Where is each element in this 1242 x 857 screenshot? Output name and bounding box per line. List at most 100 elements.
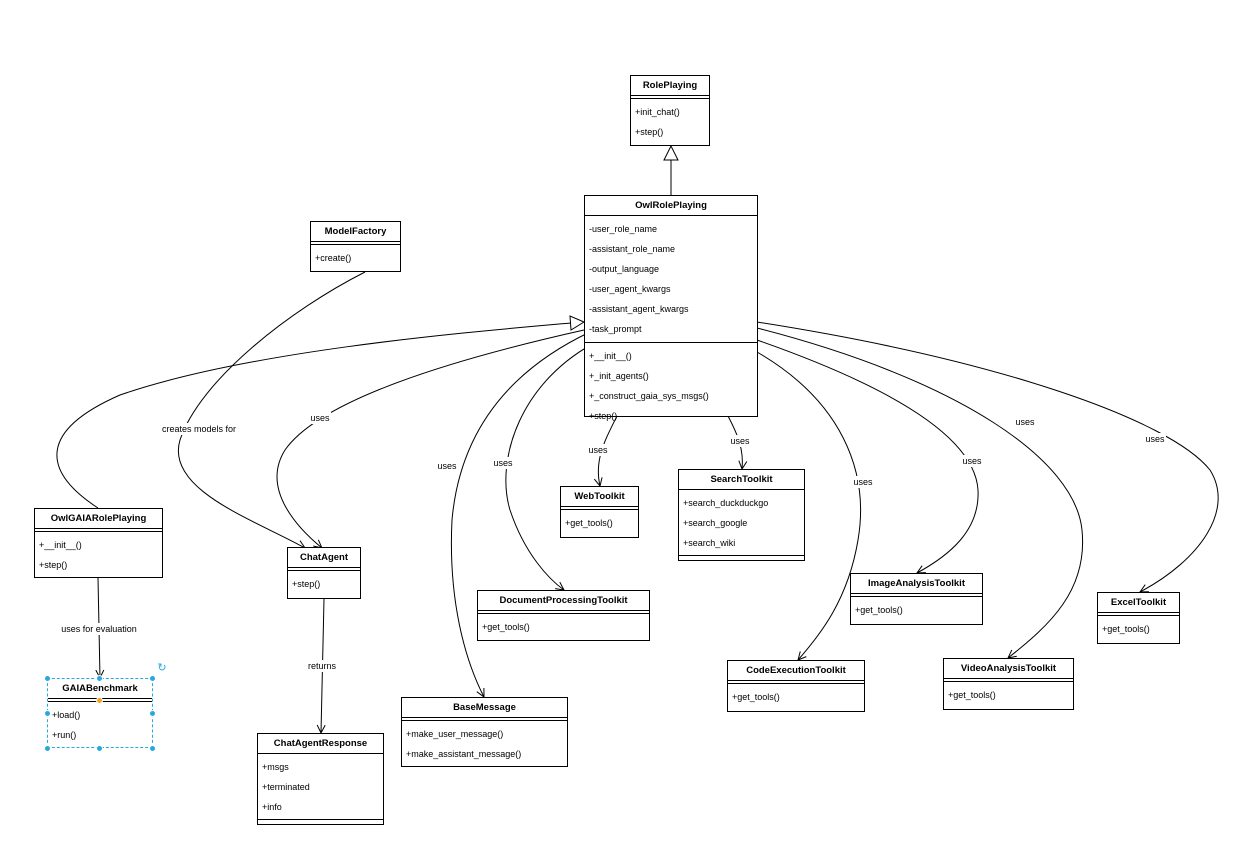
edge-label-uses-bm: uses <box>436 460 458 472</box>
class-webtoolkit[interactable]: WebToolkit +get_tools() <box>560 486 639 538</box>
edge-label-uses-wt: uses <box>587 444 609 456</box>
class-modelfactory[interactable]: ModelFactory +create() <box>310 221 401 272</box>
resize-handle-top-right[interactable] <box>149 675 156 682</box>
method: +get_tools() <box>565 517 613 528</box>
method: +get_tools() <box>732 691 780 702</box>
class-name: OwlRolePlaying <box>585 196 757 216</box>
class-name: SearchToolkit <box>679 470 804 490</box>
class-imageanalysistoolkit[interactable]: ImageAnalysisToolkit +get_tools() <box>850 573 983 625</box>
attribute-compartment <box>288 568 360 571</box>
method: +load() <box>52 709 81 720</box>
method: +__init__() <box>39 539 82 550</box>
class-basemessage[interactable]: BaseMessage +make_user_message() +make_a… <box>401 697 568 767</box>
attribute: -task_prompt <box>589 323 642 334</box>
class-owlgaiaroleplaying[interactable]: OwlGAIARolePlaying +__init__() +step() <box>34 508 163 578</box>
edge-orp-uses-dpt[interactable] <box>505 339 601 590</box>
method: +make_user_message() <box>406 728 504 739</box>
edge-label-uses-iat: uses <box>961 455 983 467</box>
edge-label-uses-dpt: uses <box>492 457 514 469</box>
svg-text:uses: uses <box>493 458 513 468</box>
edge-mf-creates-ca[interactable] <box>177 271 366 548</box>
edge-orp-uses-ca[interactable] <box>276 329 585 548</box>
edge-orp-uses-cet[interactable] <box>756 351 862 660</box>
method: +search_duckduckgo <box>683 497 769 508</box>
method: +step() <box>589 410 618 421</box>
attribute: +info <box>262 801 282 812</box>
connection-point-handle[interactable] <box>96 697 103 704</box>
class-documentprocessingtoolkit[interactable]: DocumentProcessingToolkit +get_tools() <box>477 590 650 641</box>
class-name: BaseMessage <box>402 698 567 718</box>
method: +get_tools() <box>482 621 530 632</box>
resize-handle-bottom[interactable] <box>96 745 103 752</box>
attribute-compartment <box>1098 613 1179 616</box>
class-name: GAIABenchmark <box>48 679 152 699</box>
class-name: WebToolkit <box>561 487 638 507</box>
method: +step() <box>39 559 68 570</box>
class-name: DocumentProcessingToolkit <box>478 591 649 611</box>
edge-ogrp-extends-orp[interactable] <box>56 322 572 509</box>
attribute: -output_language <box>589 263 660 274</box>
edge-label-uses-cet: uses <box>852 476 874 488</box>
svg-text:uses: uses <box>1015 417 1035 427</box>
class-chatagentresponse[interactable]: ChatAgentResponse +msgs +terminated +inf… <box>257 733 384 825</box>
resize-handle-bottom-right[interactable] <box>149 745 156 752</box>
method: +search_google <box>683 517 748 528</box>
class-videoanalysistoolkit[interactable]: VideoAnalysisToolkit +get_tools() <box>943 658 1074 710</box>
attribute-compartment <box>478 611 649 614</box>
svg-text:uses for evaluation: uses for evaluation <box>61 624 137 634</box>
edge-label-uses-vat: uses <box>1014 416 1036 428</box>
method: +make_assistant_message() <box>406 748 522 759</box>
svg-text:creates models for: creates models for <box>162 424 236 434</box>
attribute-compartment <box>35 529 162 532</box>
inheritance-arrowhead <box>663 144 679 161</box>
class-exceltoolkit[interactable]: ExcelToolkit +get_tools() <box>1097 592 1180 644</box>
svg-text:uses: uses <box>588 445 608 455</box>
class-name: OwlGAIARolePlaying <box>35 509 162 529</box>
resize-handle-top-left[interactable] <box>44 675 51 682</box>
class-owlroleplaying[interactable]: OwlRolePlaying -user_role_name -assistan… <box>584 195 758 420</box>
class-name: ExcelToolkit <box>1098 593 1179 613</box>
class-name: ChatAgent <box>288 548 360 568</box>
attribute: -user_agent_kwargs <box>589 283 671 294</box>
svg-text:uses: uses <box>853 477 873 487</box>
edge-orp-uses-vat[interactable] <box>756 327 1084 658</box>
inheritance-arrowhead <box>569 315 586 331</box>
edge-label-uses-st: uses <box>729 435 751 447</box>
resize-handle-bottom-left[interactable] <box>44 745 51 752</box>
resize-handle-right[interactable] <box>149 710 156 717</box>
class-chatagent[interactable]: ChatAgent +step() <box>287 547 361 599</box>
class-roleplaying[interactable]: RolePlaying +init_chat() +step() <box>630 75 710 146</box>
edge-orp-uses-et[interactable] <box>756 321 1219 592</box>
method: +__init__() <box>589 350 632 361</box>
svg-text:uses: uses <box>310 413 330 423</box>
class-codeexecutiontoolkit[interactable]: CodeExecutionToolkit +get_tools() <box>727 660 865 712</box>
edge-label-returns: returns <box>306 660 338 672</box>
attribute: -user_role_name <box>589 223 658 234</box>
class-name: CodeExecutionToolkit <box>728 661 864 681</box>
attribute: +terminated <box>262 781 310 792</box>
method: +_init_agents() <box>589 370 649 381</box>
edge-label-uses-et: uses <box>1144 433 1166 445</box>
class-name: ChatAgentResponse <box>258 734 383 754</box>
method-compartment <box>258 817 383 820</box>
attribute-compartment <box>311 242 400 245</box>
resize-handle-left[interactable] <box>44 710 51 717</box>
class-searchtoolkit[interactable]: SearchToolkit +search_duckduckgo +search… <box>678 469 805 561</box>
edge-orp-uses-iat[interactable] <box>756 339 979 573</box>
method: +get_tools() <box>948 689 996 700</box>
class-gaiabenchmark[interactable]: GAIABenchmark +load() +run() <box>47 678 153 748</box>
class-name: ModelFactory <box>311 222 400 242</box>
rotate-icon[interactable]: ↻ <box>157 662 167 674</box>
svg-text:returns: returns <box>308 661 337 671</box>
class-name: ImageAnalysisToolkit <box>851 574 982 594</box>
edge-orp-uses-bm[interactable] <box>450 331 591 697</box>
attribute-compartment <box>561 507 638 510</box>
attribute: -assistant_role_name <box>589 243 676 254</box>
svg-text:uses: uses <box>962 456 982 466</box>
method: +search_wiki <box>683 537 736 548</box>
resize-handle-top[interactable] <box>96 675 103 682</box>
attribute-compartment <box>402 718 567 721</box>
attribute-compartment <box>851 594 982 597</box>
svg-text:uses: uses <box>437 461 457 471</box>
